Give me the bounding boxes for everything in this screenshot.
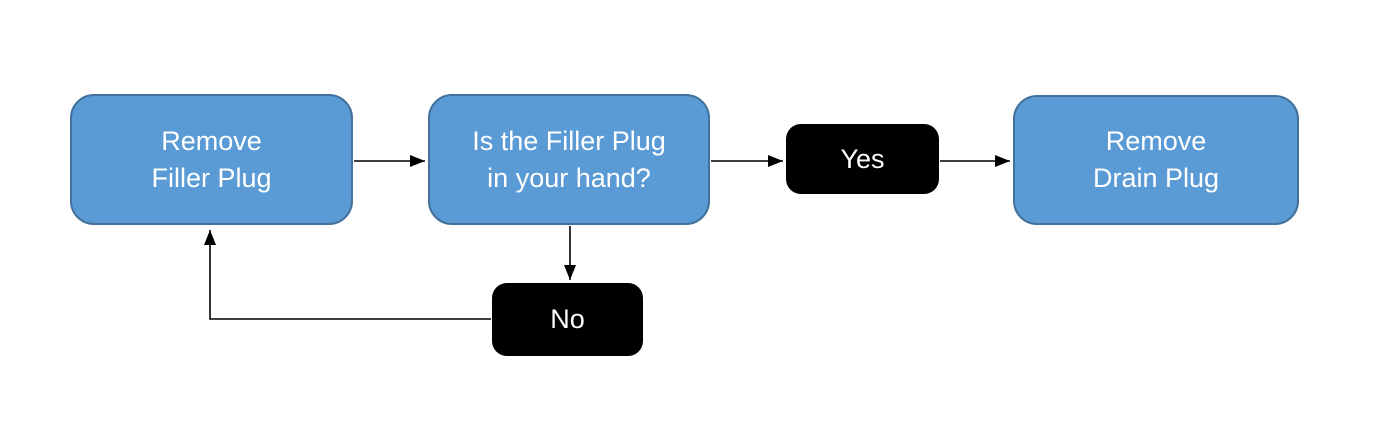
node-label: Is the Filler Plug in your hand?: [472, 125, 666, 193]
node-label: No: [550, 304, 585, 334]
node-label: Remove Drain Plug: [1092, 126, 1220, 193]
node-question-filler-plug-in-hand: Is the Filler Plug in your hand?: [428, 94, 710, 225]
node-label: Yes: [840, 143, 885, 174]
edge-label-yes: Yes: [786, 124, 939, 194]
connector-no-to-filler-loop: [204, 230, 491, 320]
node-remove-filler-plug: Remove Filler Plug: [70, 94, 353, 225]
edge-label-no: No: [492, 283, 643, 356]
node-label: Remove Filler Plug: [151, 125, 272, 193]
node-remove-drain-plug: Remove Drain Plug: [1013, 95, 1299, 225]
